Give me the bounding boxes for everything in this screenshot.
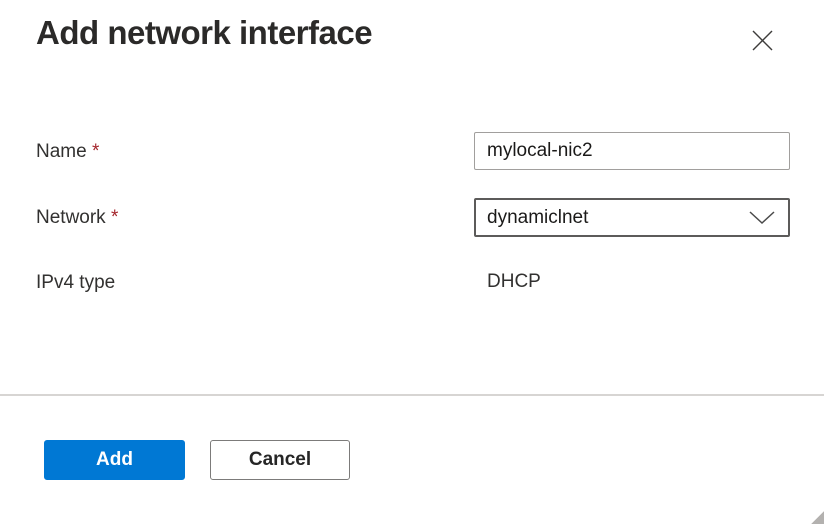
required-asterisk: * [91,141,100,162]
add-button[interactable]: Add [44,440,185,480]
label-text: Network [36,207,106,228]
resize-grip-icon[interactable] [808,511,824,524]
close-button[interactable] [742,20,782,60]
page-title: Add network interface [36,14,373,51]
footer-divider [0,394,824,396]
required-asterisk: * [110,207,119,228]
network-field-label: Network * [36,207,118,229]
name-input[interactable] [474,132,790,170]
close-icon [749,27,776,54]
label-text: Name [36,141,87,162]
chevron-down-icon [749,210,775,225]
network-dropdown-value: dynamiclnet [487,206,589,228]
label-text: IPv4 type [36,272,116,293]
ipv4-type-field-label: IPv4 type [36,272,115,294]
network-dropdown[interactable]: dynamiclnet [474,198,790,237]
cancel-button[interactable]: Cancel [210,440,350,480]
name-field-label: Name * [36,141,99,163]
ipv4-type-value: DHCP [487,271,541,292]
